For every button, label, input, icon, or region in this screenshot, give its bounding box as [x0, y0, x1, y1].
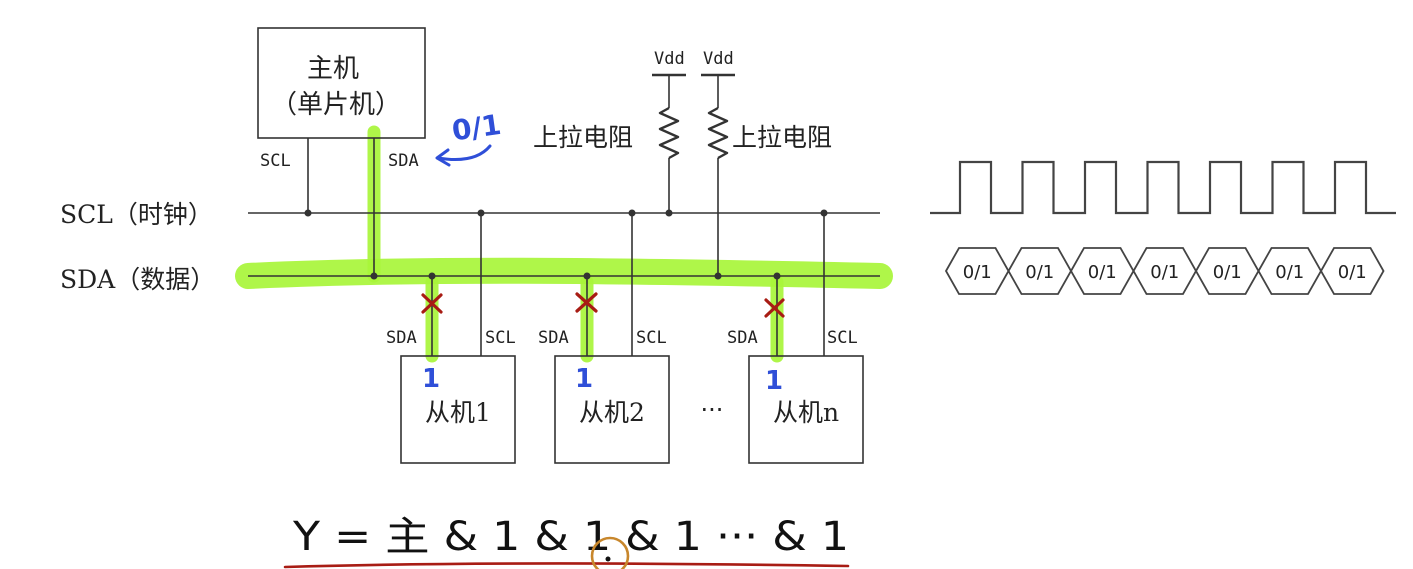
sda-highlight — [235, 125, 893, 363]
pullup-right-label: 上拉电阻 — [732, 123, 832, 152]
junction-dot — [820, 209, 828, 217]
slave-box — [554, 355, 670, 464]
data-cell-label: 0/1 — [1213, 262, 1242, 283]
master-box — [257, 27, 426, 139]
junction-dot — [428, 272, 436, 280]
junction-dot — [773, 272, 781, 280]
junction-dot — [665, 209, 673, 217]
data-cell-label: 0/1 — [1025, 262, 1054, 283]
pullup-left-label: 上拉电阻 — [533, 123, 633, 152]
cursor-ring-icon — [590, 536, 630, 569]
junction-dot — [628, 209, 636, 217]
slave-box — [400, 355, 516, 464]
data-cells-row: 0/1 0/1 0/1 0/1 0/1 0/1 0/1 — [944, 247, 1385, 295]
master-annotation: 0/1 — [435, 108, 503, 167]
slaves-ellipsis: ··· — [701, 396, 724, 424]
slave-1: 从机1 SDA SCL 1 — [386, 209, 516, 464]
slave-title: 从机2 — [579, 398, 645, 427]
scl-bus-label: SCL（时钟） — [60, 200, 213, 229]
cross-mark-icon — [764, 298, 785, 318]
slave-box — [748, 355, 864, 464]
slave-title: 从机1 — [425, 398, 491, 427]
data-cell — [1319, 247, 1385, 295]
slave-sda-label: SDA — [538, 328, 569, 348]
slave-sda-label: SDA — [727, 328, 758, 348]
data-cell-label: 0/1 — [1150, 262, 1179, 283]
master-subtitle: （单片机） — [271, 90, 401, 120]
slave-scl-label: SCL — [636, 328, 667, 348]
junction-dot — [583, 272, 591, 280]
resistor-icon — [707, 106, 729, 160]
junction-dot — [304, 209, 312, 217]
slave-sda-label: SDA — [386, 328, 417, 348]
cross-mark-icon — [421, 293, 443, 314]
data-cell-label: 0/1 — [1338, 262, 1367, 283]
master-annotation-text: 0/1 — [450, 108, 503, 148]
formula-area: Y = 主 & 1 & 1 & 1 ··· & 1 — [283, 514, 850, 569]
formula-underline — [283, 562, 850, 569]
pullup-resistors: Vdd Vdd 上拉电阻 上拉电阻 — [533, 49, 832, 280]
bus-lines: SCL（时钟） SDA（数据） — [60, 200, 880, 294]
slave-2: 从机2 SDA SCL 1 — [538, 209, 670, 464]
slave-title: 从机n — [773, 398, 839, 427]
clock-signal — [930, 160, 1396, 215]
master-title: 主机 — [307, 54, 359, 84]
vdd-left-label: Vdd — [654, 49, 685, 69]
data-cell-label: 0/1 — [1088, 262, 1117, 283]
slave-scl-label: SCL — [827, 328, 858, 348]
resistor-icon — [658, 106, 680, 160]
slave-annotation: 1 — [422, 364, 440, 394]
master-scl-label: SCL — [260, 151, 291, 171]
junction-dot — [714, 272, 722, 280]
master-connections — [304, 138, 378, 280]
slave-annotation: 1 — [765, 366, 783, 396]
data-cell-label: 0/1 — [1275, 262, 1304, 283]
clock-waveform — [930, 160, 1396, 215]
junction-dot — [477, 209, 485, 217]
slave-n: 从机n SDA SCL 1 — [727, 209, 864, 464]
slave-scl-label: SCL — [485, 328, 516, 348]
vdd-right-label: Vdd — [703, 49, 734, 69]
sda-bus-label: SDA（数据） — [60, 265, 215, 294]
data-cell-label: 0/1 — [963, 262, 992, 283]
formula-text: Y = 主 & 1 & 1 & 1 ··· & 1 — [292, 514, 849, 560]
slave-annotation: 1 — [575, 364, 593, 394]
curved-arrow-icon — [436, 144, 492, 161]
master-device: 主机 （单片机） SCL SDA — [257, 27, 426, 171]
cross-mark-icon — [575, 292, 598, 313]
master-sda-label: SDA — [388, 151, 419, 171]
junction-dot — [370, 272, 378, 280]
